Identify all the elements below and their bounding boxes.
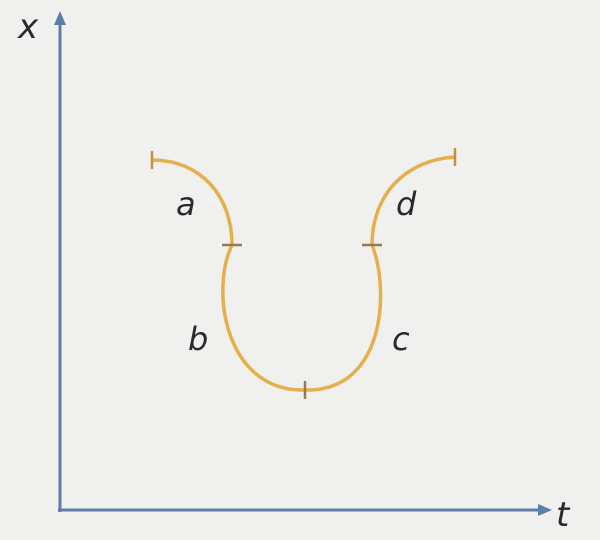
segment-c-label: c (392, 320, 410, 358)
y-axis-label: x (17, 7, 39, 47)
segment-c (304, 244, 383, 392)
segment-b-label: b (188, 320, 208, 358)
segment-b (221, 244, 306, 392)
segment-d (370, 155, 456, 246)
segment-a (151, 158, 234, 246)
segment-a-label: a (176, 185, 196, 223)
x-axis-label: t (556, 495, 571, 535)
segment-d-label: d (396, 185, 417, 223)
